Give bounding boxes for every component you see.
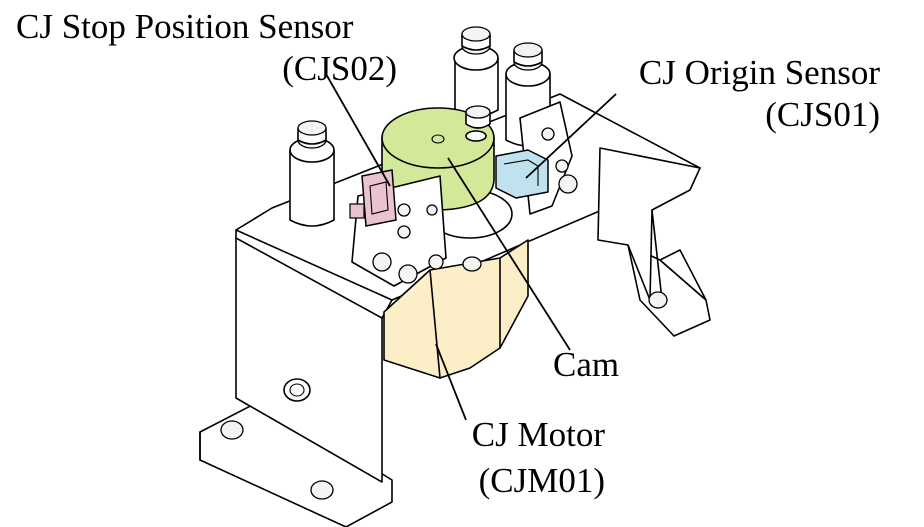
corner-screws: [220, 256, 668, 500]
stop-sensor-assembly: [349, 169, 447, 287]
leader-cjs02: [325, 73, 391, 187]
leader-motor: [435, 343, 467, 421]
label-motor-name: CJ Motor: [472, 415, 606, 454]
label-cjs01-name: CJ Origin Sensor: [639, 53, 880, 92]
label-cjs02-name: CJ Stop Position Sensor: [16, 7, 354, 46]
label-cjs02-code: (CJS02): [282, 49, 397, 88]
label-motor-code: (CJM01): [479, 461, 605, 500]
leader-lines: [325, 73, 617, 421]
leader-cjs01: [525, 93, 617, 179]
label-cam: Cam: [553, 345, 619, 384]
label-cjs01-code: (CJS01): [765, 95, 880, 134]
origin-sensor-assembly: [495, 101, 578, 215]
leader-cam: [447, 157, 571, 351]
